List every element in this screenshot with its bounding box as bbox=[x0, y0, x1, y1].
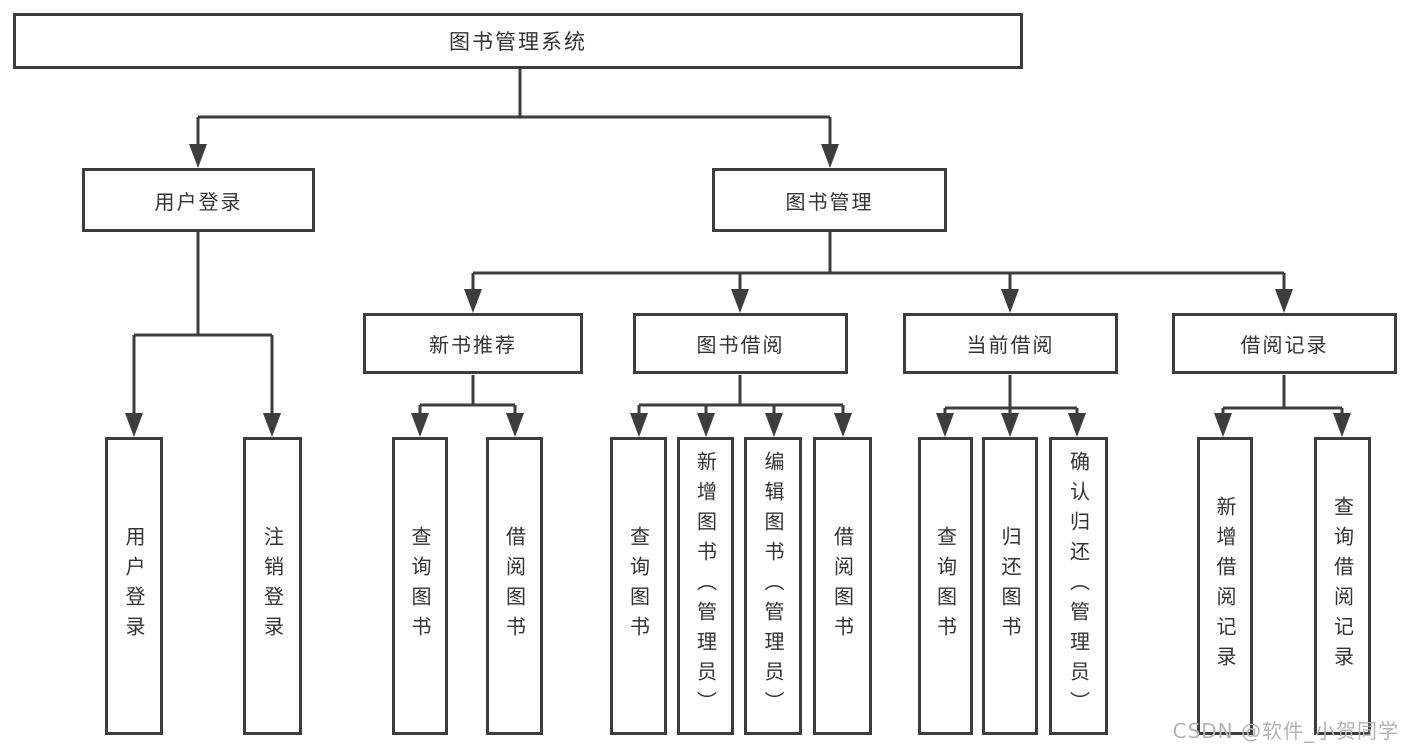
node-label: 注销登录 bbox=[260, 526, 285, 646]
node-leaf-borrow-books: 借阅图书 bbox=[813, 437, 872, 735]
node-leaf-query-books-recommend: 查询图书 bbox=[392, 437, 448, 735]
node-label: 查询图书 bbox=[933, 526, 958, 646]
node-label: 查询图书 bbox=[408, 526, 432, 646]
arrow-down-icon bbox=[1275, 289, 1293, 313]
node-leaf-add-borrow-record: 新增借阅记录 bbox=[1197, 437, 1253, 735]
node-borrow-records: 借阅记录 bbox=[1172, 313, 1397, 374]
arrow-down-icon bbox=[189, 144, 207, 168]
node-label: 用户登录 bbox=[154, 189, 243, 214]
node-leaf-query-books-borrow: 查询图书 bbox=[610, 437, 667, 735]
node-label: 新增图书（管理员） bbox=[693, 451, 718, 721]
arrow-down-icon bbox=[263, 413, 281, 437]
node-label: 借阅记录 bbox=[1240, 333, 1329, 357]
arrow-down-icon bbox=[765, 413, 783, 437]
node-leaf-edit-books-admin: 编辑图书（管理员） bbox=[744, 437, 802, 735]
arrow-down-icon bbox=[125, 413, 143, 437]
node-label: 新书推荐 bbox=[429, 333, 517, 357]
arrowheads bbox=[125, 144, 1351, 437]
node-leaf-borrow-books-recommend: 借阅图书 bbox=[486, 437, 543, 735]
node-label: 用户登录 bbox=[122, 526, 146, 646]
node-current-borrow: 当前借阅 bbox=[903, 313, 1118, 374]
node-new-book-recommend: 新书推荐 bbox=[363, 313, 583, 374]
node-leaf-confirm-return-admin: 确认归还（管理员） bbox=[1049, 437, 1108, 735]
node-leaf-logout: 注销登录 bbox=[243, 437, 302, 735]
arrow-down-icon bbox=[834, 413, 852, 437]
arrow-down-icon bbox=[821, 144, 839, 168]
node-leaf-user-login: 用户登录 bbox=[105, 437, 163, 735]
arrow-down-icon bbox=[697, 413, 715, 437]
arrow-down-icon bbox=[411, 413, 429, 437]
arrow-down-icon bbox=[506, 413, 524, 437]
node-label: 图书管理 bbox=[785, 189, 874, 214]
node-book-management: 图书管理 bbox=[712, 168, 947, 232]
node-label: 新增借阅记录 bbox=[1213, 496, 1237, 676]
node-leaf-return-books: 归还图书 bbox=[982, 437, 1038, 735]
arrow-down-icon bbox=[1001, 289, 1019, 313]
arrow-down-icon bbox=[464, 289, 482, 313]
node-label: 借阅图书 bbox=[830, 526, 855, 646]
arrow-down-icon bbox=[1333, 413, 1351, 437]
node-label: 借阅图书 bbox=[502, 526, 527, 646]
node-label: 查询图书 bbox=[626, 526, 651, 646]
arrow-down-icon bbox=[630, 413, 648, 437]
arrow-down-icon bbox=[936, 413, 954, 437]
arrow-down-icon bbox=[1068, 413, 1086, 437]
node-label: 查询借阅记录 bbox=[1330, 496, 1355, 676]
node-book-borrow: 图书借阅 bbox=[633, 313, 848, 374]
node-leaf-query-borrow-record: 查询借阅记录 bbox=[1314, 437, 1371, 735]
node-root-label: 图书管理系统 bbox=[449, 30, 587, 54]
node-label: 编辑图书（管理员） bbox=[761, 451, 785, 721]
node-label: 归还图书 bbox=[998, 526, 1022, 646]
node-leaf-add-books-admin: 新增图书（管理员） bbox=[677, 437, 734, 735]
arrow-down-icon bbox=[731, 289, 749, 313]
node-root: 图书管理系统 bbox=[13, 13, 1023, 69]
arrow-down-icon bbox=[1001, 413, 1019, 437]
arrow-down-icon bbox=[1214, 413, 1232, 437]
node-user-login: 用户登录 bbox=[82, 168, 315, 232]
node-label: 图书借阅 bbox=[696, 333, 785, 357]
node-label: 确认归还（管理员） bbox=[1066, 451, 1091, 721]
connector-lines bbox=[132, 69, 1344, 416]
node-leaf-query-books-current: 查询图书 bbox=[918, 437, 973, 735]
node-label: 当前借阅 bbox=[966, 333, 1055, 357]
watermark: CSDN @软件_小贺同学 bbox=[1172, 719, 1399, 743]
